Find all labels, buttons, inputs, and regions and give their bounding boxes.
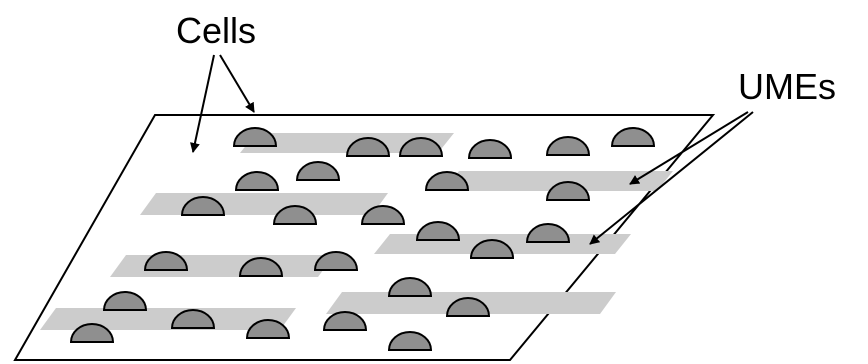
cell-dome xyxy=(398,137,444,157)
ume-stripe xyxy=(443,171,673,191)
cell-dome xyxy=(445,297,491,317)
cell-dome xyxy=(180,196,226,216)
cell-domes xyxy=(69,127,656,351)
cells-label: Cells xyxy=(176,10,256,51)
cell-dome xyxy=(238,257,284,277)
pointer-arrows xyxy=(190,54,754,245)
cell-dome xyxy=(424,171,470,191)
cell-dome xyxy=(415,221,461,241)
ume-stripe xyxy=(240,133,454,153)
cell-dome xyxy=(360,205,406,225)
cell-dome xyxy=(467,139,513,159)
cell-dome xyxy=(545,136,591,156)
umes-arrow-2 xyxy=(589,111,754,245)
ume-stripe xyxy=(40,308,296,330)
cell-dome xyxy=(610,127,656,147)
cell-dome xyxy=(234,171,280,191)
cell-dome xyxy=(69,323,115,343)
cell-dome xyxy=(469,239,515,259)
umes-label: UMEs xyxy=(738,66,836,107)
cell-dome xyxy=(345,137,391,157)
cell-dome xyxy=(102,291,148,311)
cell-dome xyxy=(232,127,278,147)
ume-stripe xyxy=(140,193,388,215)
cell-dome xyxy=(545,181,591,201)
cell-dome xyxy=(170,309,216,329)
cell-dome xyxy=(322,311,368,331)
cell-dome xyxy=(295,161,341,181)
cell-dome xyxy=(143,251,189,271)
cell-dome xyxy=(245,319,291,339)
cell-dome xyxy=(313,251,359,271)
cell-dome xyxy=(387,331,433,351)
cells-arrow-1 xyxy=(190,54,215,153)
cells-arrow-2 xyxy=(219,54,255,113)
cell-dome xyxy=(272,205,318,225)
ume-stripe xyxy=(110,255,334,277)
cell-dome xyxy=(387,277,433,297)
cell-dome xyxy=(525,223,571,243)
umes-arrow-1 xyxy=(629,111,749,185)
